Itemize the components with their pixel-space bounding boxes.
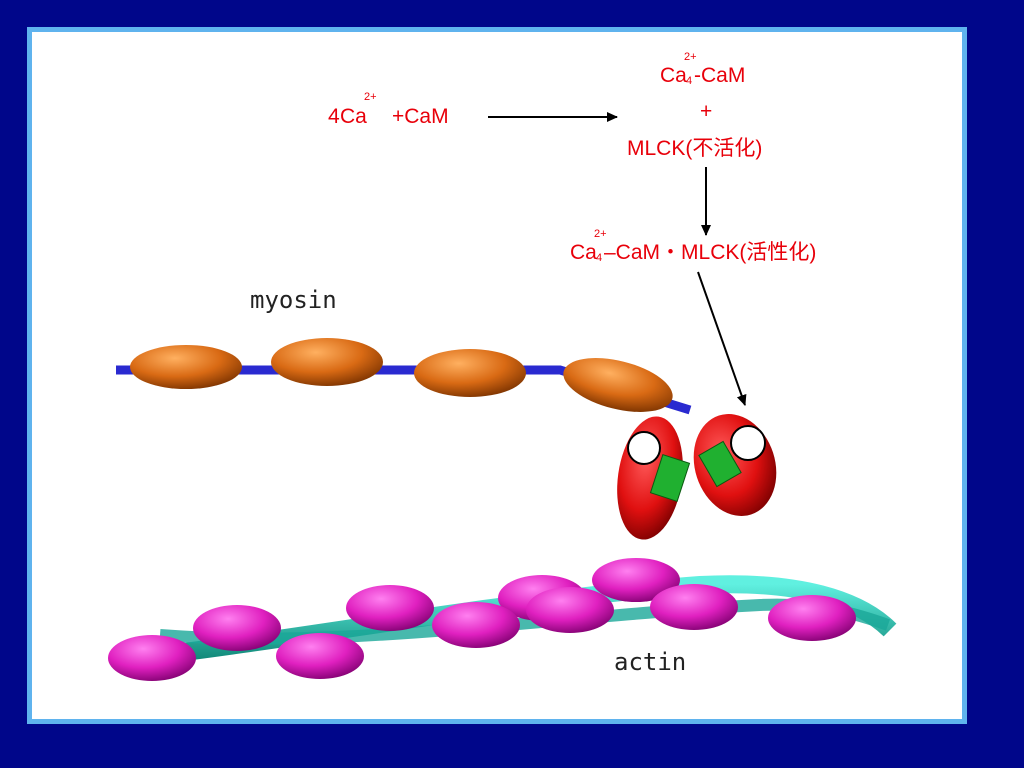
actin-label: actin bbox=[614, 648, 687, 676]
reactant-rest: +CaM bbox=[392, 105, 449, 128]
product1-sub: 4 bbox=[686, 75, 693, 87]
light-chain-right bbox=[698, 440, 742, 488]
reactant-ion: Ca bbox=[340, 105, 367, 128]
reactant-coef: 4 bbox=[328, 105, 340, 128]
complex-rest: –CaM・MLCK(活性化) bbox=[604, 241, 817, 264]
complex-ion: Ca bbox=[570, 241, 597, 264]
myosin-heads bbox=[617, 414, 777, 540]
myosin-filament bbox=[116, 338, 692, 415]
complex-charge: 2+ bbox=[594, 228, 607, 240]
product1-charge: 2+ bbox=[684, 51, 697, 63]
reactant-charge: 2+ bbox=[364, 91, 377, 103]
complex-sub: 4 bbox=[596, 252, 603, 264]
myosin-label: myosin bbox=[250, 286, 337, 314]
activation-arrow bbox=[697, 271, 747, 406]
product1-rest: -CaM bbox=[694, 64, 746, 87]
light-chain-left bbox=[649, 454, 691, 502]
mlck-inactive: MLCK(不活化) bbox=[627, 137, 763, 160]
plus-sign: + bbox=[700, 100, 713, 123]
phosphate-right bbox=[730, 425, 766, 461]
product1-ion: Ca bbox=[660, 64, 687, 87]
phosphate-left bbox=[627, 431, 661, 465]
actin-filament bbox=[108, 558, 897, 681]
